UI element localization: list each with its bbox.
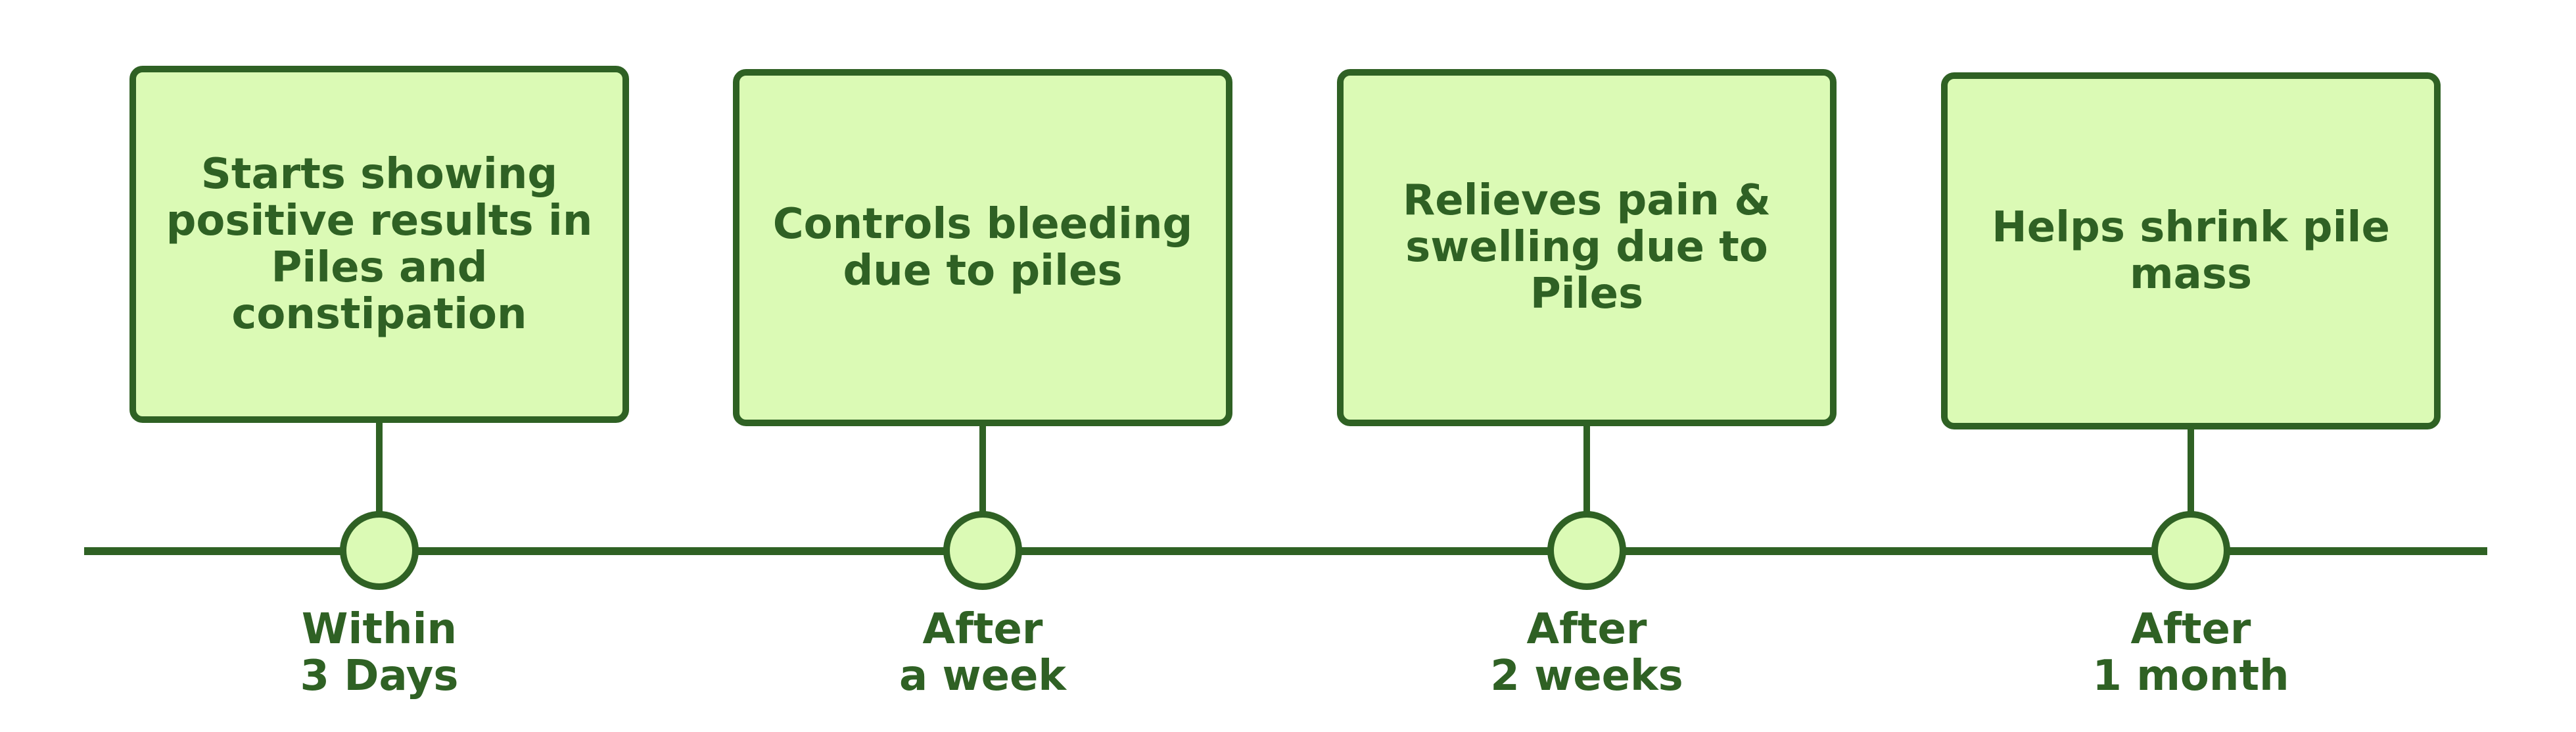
milestone-connector [376,423,383,515]
milestone-time-label: After 2 weeks [1490,605,1683,700]
milestone-card: Controls bleeding due to piles [733,69,1232,426]
milestone-connector [1583,426,1590,515]
milestone-card-text: Starts showing positive results in Piles… [166,149,593,339]
milestone-card-text: Controls bleeding due to piles [772,199,1193,295]
milestone-connector [979,426,986,515]
milestone-time-label: After a week [899,605,1066,700]
milestone-card: Starts showing positive results in Piles… [129,66,629,423]
milestone-card: Helps shrink pile mass [1941,72,2441,429]
milestone-card: Relieves pain & swelling due to Piles [1337,69,1837,426]
milestone-card-text: Helps shrink pile mass [1992,203,2390,299]
milestone-connector [2188,429,2194,515]
milestone-node [2151,511,2230,590]
milestone-after-a-week: Controls bleeding due to piles After a w… [733,0,1232,732]
milestone-node [340,511,419,590]
milestone-within-3-days: Starts showing positive results in Piles… [129,0,629,732]
milestone-after-1-month: Helps shrink pile mass After 1 month [1941,0,2441,732]
timeline-axis [84,547,2487,555]
milestone-node [943,511,1022,590]
milestone-after-2-weeks: Relieves pain & swelling due to Piles Af… [1337,0,1837,732]
milestone-node [1547,511,1626,590]
milestone-card-text: Relieves pain & swelling due to Piles [1402,176,1771,318]
milestone-time-label: Within 3 Days [300,605,459,700]
milestone-time-label: After 1 month [2092,605,2289,700]
